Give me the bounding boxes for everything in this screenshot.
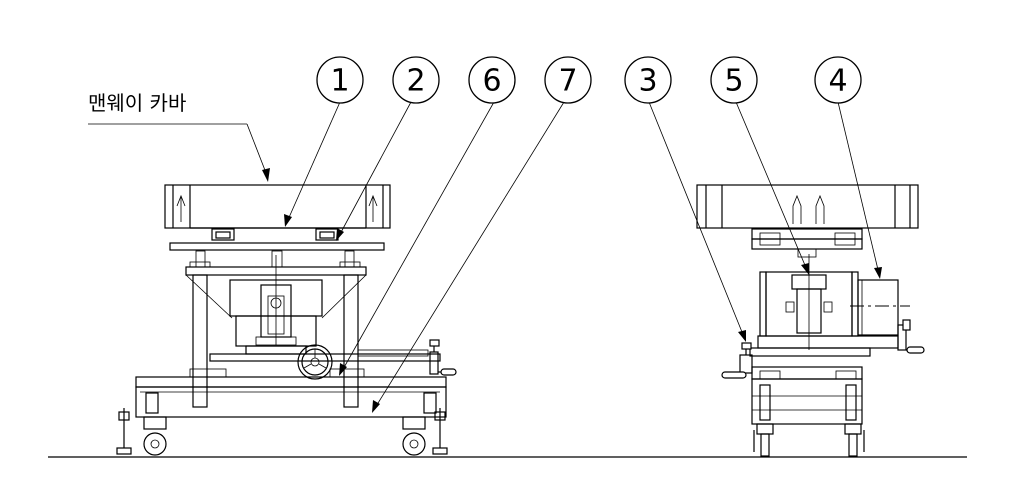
side-view xyxy=(696,184,925,457)
hand-wheel xyxy=(297,344,333,380)
balloon-3-label: 3 xyxy=(638,64,657,99)
balloon-5-label: 5 xyxy=(724,64,743,99)
balloon-7-label: 7 xyxy=(558,64,577,99)
annotation-arrowhead xyxy=(262,168,270,182)
leader-lines xyxy=(284,101,882,413)
caster-left xyxy=(143,416,167,456)
balloon-1: 1 xyxy=(316,56,364,104)
caster-right xyxy=(402,416,426,456)
front-view xyxy=(116,184,457,456)
balloon-1-label: 1 xyxy=(330,64,349,99)
annotation-label: 맨웨이 카바 xyxy=(88,91,186,115)
balloon-4: 4 xyxy=(814,56,862,104)
balloon-2: 2 xyxy=(392,56,440,104)
balloon-6: 6 xyxy=(468,56,516,104)
balloon-2-label: 2 xyxy=(406,64,425,99)
balloon-3: 3 xyxy=(624,56,672,104)
balloon-4-label: 4 xyxy=(828,64,847,99)
balloon-7: 7 xyxy=(544,56,592,104)
balloon-5: 5 xyxy=(710,56,758,104)
balloon-6-label: 6 xyxy=(482,64,501,99)
annotation-leader xyxy=(246,123,269,179)
manway-cover xyxy=(164,184,391,229)
